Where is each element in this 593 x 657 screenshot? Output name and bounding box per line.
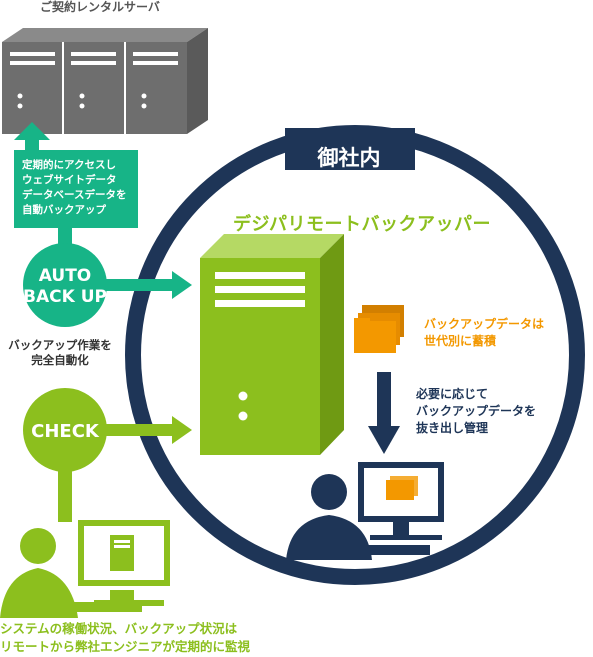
check-label: CHECK [31,421,100,442]
automation-text: バックアップ作業を 完全自動化 [0,338,120,368]
auto-backup-line1: AUTO [39,266,92,286]
engineer-with-monitor-icon [0,520,170,618]
company-label-background [285,128,415,170]
bottom-caption-line: システムの稼働状況、バックアップ状況は [0,621,238,636]
generation-line: バックアップデータは [424,317,545,331]
bottom-caption: システムの稼働状況、バックアップ状況は リモートから弊社エンジニアが定期的に監視 [0,620,420,656]
automation-line: 完全自動化 [31,353,89,367]
bottom-caption-line: リモートから弊社エンジニアが定期的に監視 [0,639,251,654]
management-text: 必要に応じて バックアップデータを 抜き出し管理 [416,386,586,437]
generation-text: バックアップデータは 世代別に蓄積 [424,316,574,350]
automation-line: バックアップ作業を [8,338,112,352]
auto-backup-line2: BACK UP [23,287,107,307]
rental-server-icon [2,28,208,134]
management-line: 抜き出し管理 [416,421,489,435]
check-stem [58,470,72,522]
auto-backup-line: 定期的にアクセスし [22,159,116,171]
company-ring [125,125,585,585]
auto-backup-arrow-icon [172,271,192,299]
generation-line: 世代別に蓄積 [424,334,497,348]
check-arrow-icon [172,416,192,444]
backup-server-icon [200,234,344,455]
auto-backup-line: ウェブサイトデータ [22,174,117,186]
management-line: 必要に応じて [416,387,489,401]
up-arrow-icon [14,122,50,150]
auto-backup-line: 自動バックアップ [22,204,106,216]
auto-backup-line: データベースデータを [22,189,127,201]
check-circle [23,388,107,472]
remote-backup-title: デジパリモートバックアッパー [233,214,491,235]
down-arrow-icon [368,426,400,454]
auto-backup-description: 定期的にアクセスし ウェブサイトデータ データベースデータを 自動バックアップ [14,150,138,228]
auto-backup-circle [23,243,107,327]
folder-stack-icon [354,305,404,353]
rental-server-title: ご契約レンタルサーバ [40,0,160,14]
operator-with-monitor-icon [286,462,444,560]
management-line: バックアップデータを [416,404,537,418]
company-label: 御社内 [317,146,381,170]
